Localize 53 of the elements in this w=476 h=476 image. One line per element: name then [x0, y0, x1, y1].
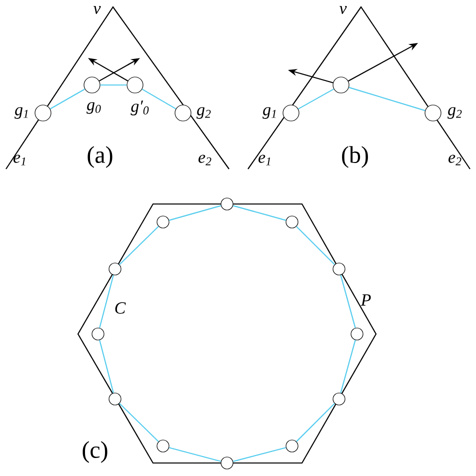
vertex-label: g$_{1}$: [14, 107, 28, 119]
edge-line: [99, 274, 114, 328]
panel-label: (b): [342, 146, 368, 168]
vertex-label: g′$_{0}$: [130, 100, 149, 116]
vertex-circle: [84, 76, 100, 94]
vertex-circle: [34, 104, 52, 122]
vertex-circle: [126, 76, 144, 94]
text-label: e$_{1}$: [14, 154, 26, 166]
text-label: e$_{1}$: [258, 154, 270, 166]
edge-line: [232, 205, 286, 221]
text-label: e$_{2}$: [448, 154, 462, 166]
edge-line: [119, 403, 159, 442]
edge-line: [340, 274, 356, 328]
vertex-circle: [156, 440, 170, 452]
vertex-circle: [174, 104, 192, 122]
text-label: C: [115, 302, 126, 314]
edge-line: [232, 447, 286, 462]
edge-line: [119, 226, 159, 265]
panel-label: (a): [88, 146, 112, 168]
vertex-circle: [332, 76, 350, 94]
vertex-label: g$_{2}$: [196, 107, 211, 119]
edge-line: [348, 86, 426, 112]
edge-line: [298, 88, 334, 110]
edge-line: [99, 340, 114, 394]
text-label: e$_{2}$: [198, 154, 212, 166]
text-label: v: [93, 6, 101, 14]
edge-line: [142, 88, 176, 110]
vertex-label: g$_{0}$: [86, 102, 101, 114]
vertex-circle: [332, 392, 346, 406]
vertex-circle: [220, 198, 234, 210]
vertex-circle: [286, 440, 298, 452]
vertex-circle: [350, 328, 364, 340]
text-label: v: [339, 6, 347, 14]
vertex-circle: [332, 262, 346, 276]
edge-line: [296, 226, 335, 265]
vertex-circle: [282, 104, 300, 122]
vertex-circle: [424, 104, 442, 122]
edge-line: [100, 84, 127, 86]
vertex-label: g$_{1}$: [262, 107, 276, 119]
edge-line: [168, 205, 222, 221]
vertex-circle: [92, 328, 104, 340]
panel-label: (c): [82, 441, 108, 463]
edge-line: [168, 447, 222, 462]
vertex-circle: [286, 216, 298, 228]
vertex-circle: [108, 392, 122, 406]
vertex-circle: [108, 262, 122, 276]
text-label: P: [360, 294, 371, 306]
edge-line: [296, 403, 335, 442]
edge-line: [50, 88, 86, 110]
vertex-label: g$_{2}$: [448, 107, 462, 119]
vertex-circle: [156, 216, 170, 228]
edge-line: [340, 340, 356, 394]
vertex-circle: [220, 456, 234, 470]
